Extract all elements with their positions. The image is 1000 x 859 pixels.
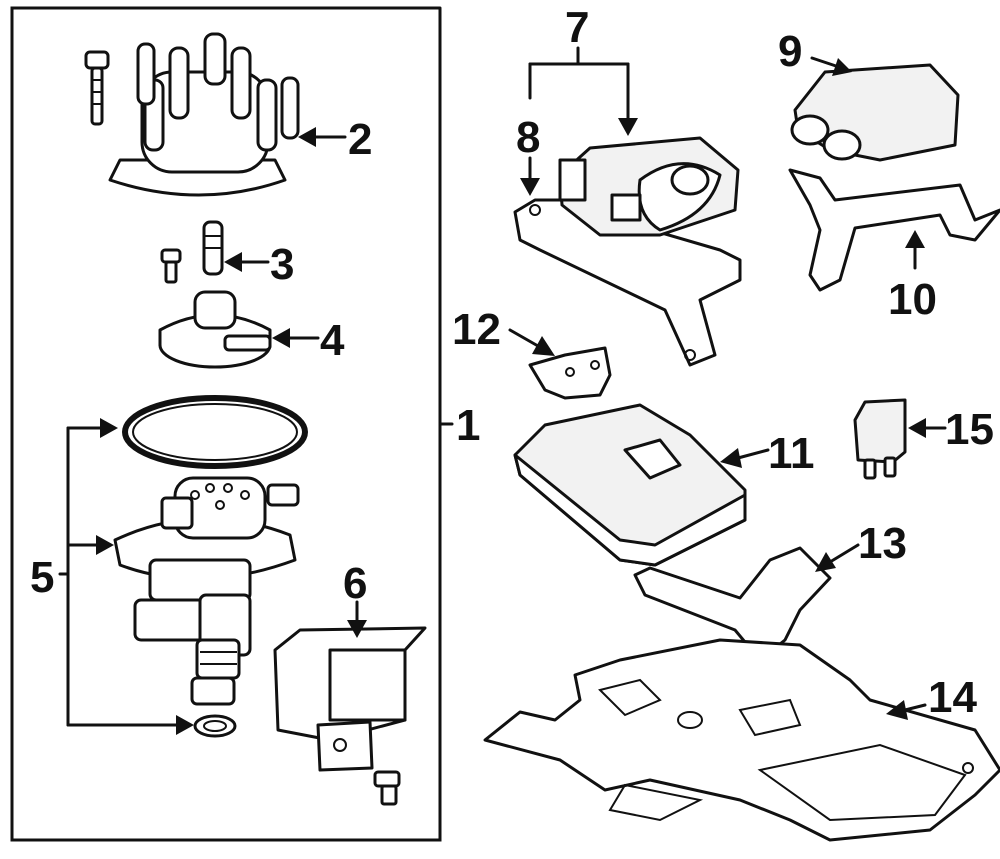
under-tray: [483, 638, 1000, 842]
distributor-housing: [113, 476, 300, 706]
callout-8: 8: [516, 113, 540, 162]
relay: [853, 398, 907, 480]
cap-screw: [84, 50, 110, 126]
callout-3: 3: [270, 240, 294, 289]
sensor-bracket: [788, 168, 1000, 292]
callout-6: 6: [343, 559, 367, 608]
o-ring: [122, 395, 308, 469]
ecm-bracket: [633, 546, 832, 662]
distributor-rotor: [158, 290, 272, 369]
callout-2: 2: [348, 115, 372, 164]
igniter-bracket: [273, 626, 427, 806]
callout-14: 14: [928, 673, 977, 722]
distributor-cap: [108, 32, 300, 197]
callout-11: 11: [768, 429, 815, 478]
callout-15: 15: [945, 405, 994, 454]
clip: [528, 346, 612, 400]
sensor-module: [790, 63, 960, 162]
small-o-ring: [193, 714, 237, 738]
ecm-module: [513, 403, 747, 567]
callout-9: 9: [778, 27, 802, 76]
callout-1: 1: [456, 401, 480, 450]
distributor-assembly-bracket: [10, 6, 454, 842]
callout-10: 10: [888, 275, 937, 324]
callout-5: 5: [30, 553, 54, 602]
callout-13: 13: [858, 519, 907, 568]
callout-4: 4: [320, 316, 345, 365]
carbon-brush: [160, 220, 224, 284]
leader-lines: [58, 46, 947, 735]
callout-12: 12: [452, 305, 501, 354]
vacuum-sensor-assembly: [513, 136, 742, 367]
callout-7: 7: [565, 3, 589, 52]
